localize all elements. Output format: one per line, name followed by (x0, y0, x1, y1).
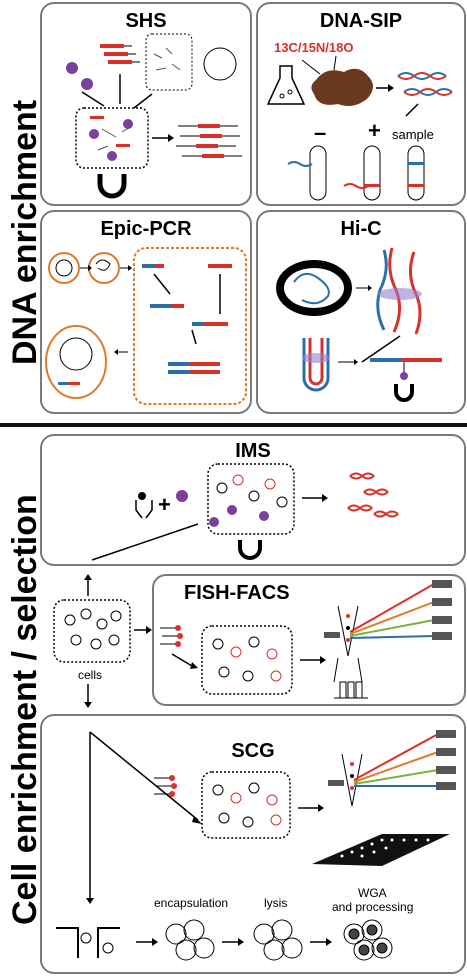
panel-title-scg: SCG (231, 740, 275, 762)
section-divider (0, 423, 467, 427)
panel-title-shs: SHS (125, 10, 167, 32)
shs-magnet-icon (97, 174, 127, 199)
encapsulation-droplets-icon (165, 919, 215, 961)
shs-enriched-fragments (176, 124, 242, 158)
panel-ims: IMS + (40, 434, 466, 566)
panel-title-fish-facs: FISH-FACS (184, 582, 290, 604)
panel-epic-pcr: Epic-PCR (40, 210, 252, 414)
fish-facs-illustration (160, 580, 452, 699)
ims-dna-output (347, 472, 399, 518)
flask-icon (266, 65, 306, 105)
dna-sip-illustration (266, 55, 453, 201)
shs-cell-icon (203, 47, 237, 81)
gradient-tubes (287, 145, 425, 201)
ims-magnet-icon (238, 540, 262, 560)
wga-droplets-icon (343, 919, 393, 961)
shs-probes-icon (100, 44, 140, 64)
panel-title-dna-sip: DNA-SIP (319, 10, 403, 32)
microplate-icon (312, 834, 450, 866)
panel-title-epic-pcr: Epic-PCR (100, 218, 192, 240)
panel-dna-sip: DNA-SIP 13C/15N/18O sample – + (256, 2, 466, 206)
wga-label-line2: and processing (332, 900, 414, 914)
soil-icon (311, 68, 373, 106)
panel-hi-c: Hi-C (256, 210, 466, 414)
cells-label: cells (78, 668, 103, 682)
lysis-label: lysis (264, 896, 288, 910)
emulsion-droplet (133, 247, 247, 405)
dna-sip-isotopes: 13C/15N/18O (274, 40, 354, 55)
microfluidic-channel-icon (56, 927, 120, 958)
panel-title-ims: IMS (235, 440, 271, 462)
panel-scg: SCG (40, 714, 466, 974)
facs-sorter-icon (324, 580, 452, 699)
panel-shs: SHS (40, 2, 252, 206)
dna-sip-sample-label: sample (392, 127, 434, 142)
scg-illustration (56, 730, 456, 961)
dna-sip-helix-icon (397, 72, 453, 96)
antibody-icon (135, 500, 153, 519)
cells-container (53, 599, 131, 663)
dna-sip-plus: + (368, 118, 381, 143)
shs-bead-icon (66, 62, 78, 74)
ims-illustration: + (91, 463, 399, 561)
shs-illustration (66, 33, 242, 199)
wga-label-line1: WGA (358, 886, 387, 900)
epic-pcr-illustration (45, 247, 247, 405)
panel-fish-facs: FISH-FACS (152, 574, 466, 706)
lysis-droplets-icon (253, 919, 303, 961)
hi-c-magnet-icon (394, 384, 414, 402)
scg-sorter-icon (328, 730, 456, 807)
hi-c-illustration (276, 247, 442, 402)
svg-text:+: + (158, 492, 171, 517)
ims-bead-icon (176, 490, 188, 502)
encapsulation-label: encapsulation (154, 896, 229, 910)
dna-sip-minus: – (314, 120, 327, 145)
panel-title-hi-c: Hi-C (340, 218, 382, 240)
